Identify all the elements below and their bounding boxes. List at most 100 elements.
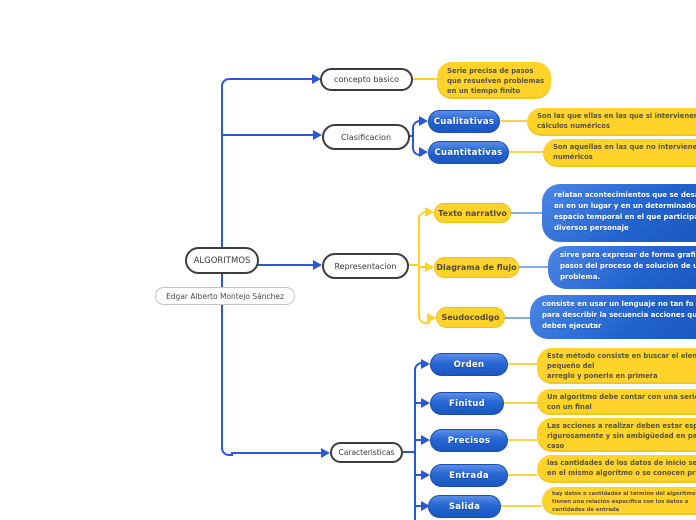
note-text: Un algoritmo debe contar con una serie d… xyxy=(547,393,696,411)
connector-precisos-tee xyxy=(416,439,422,441)
connector-cuantitativas-note xyxy=(508,151,543,153)
topic-label: Precisos xyxy=(447,435,491,446)
connector-caracteristicas-vertical xyxy=(414,370,416,520)
note-cualitativas[interactable]: Son las que ellas en las que si intervie… xyxy=(527,108,696,136)
note-diagrama-de-flujo[interactable]: sirve para expresar de forma grafi pasos… xyxy=(548,246,696,289)
root-label: ALGORITMOS xyxy=(193,255,251,266)
topic-label: Texto narrativo xyxy=(438,208,507,218)
connector-cuantitativas-corner xyxy=(412,146,422,156)
arrowhead-icon xyxy=(313,260,322,270)
connector-orden-corner xyxy=(414,362,424,372)
connector-clasificacion xyxy=(223,134,314,136)
branch-label: Clasificacion xyxy=(340,132,392,142)
author-node[interactable]: Edgar Alberto Montejo Sánchez xyxy=(155,287,295,305)
connector-orden-note xyxy=(507,363,537,365)
note-finitud[interactable]: Un algoritmo debe contar con una serie d… xyxy=(537,389,696,415)
connector-entrada-tee xyxy=(416,474,422,476)
note-orden[interactable]: Este método consiste en buscar el elemen… xyxy=(537,348,696,384)
branch-label: Caracteristicas xyxy=(338,448,395,457)
arrowhead-icon xyxy=(421,470,430,480)
connector-trunk-bottom-corner xyxy=(221,446,233,456)
connector-precisos-note xyxy=(507,439,537,441)
topic-diagrama-de-flujo[interactable]: Diagrama de flujo xyxy=(434,257,519,278)
connector-entrada-note xyxy=(507,474,537,476)
connector-representacion-stub xyxy=(408,264,418,266)
root-node-algoritmos[interactable]: ALGORITMOS xyxy=(185,247,259,274)
note-salida[interactable]: hay datos o cantidades al término del al… xyxy=(542,487,696,515)
note-text: Este método consiste en buscar el elemen… xyxy=(547,352,696,380)
arrowhead-icon xyxy=(419,116,428,126)
branch-node-clasificacion[interactable]: Clasificacion xyxy=(322,124,410,150)
topic-seudocodigo[interactable]: Seudocodigo xyxy=(436,307,505,328)
connector-cualitativas-note xyxy=(500,120,527,122)
connector-finitud-tee xyxy=(416,402,422,404)
connector-seudo-note xyxy=(504,317,531,319)
arrowhead-icon xyxy=(427,313,436,323)
connector-concepto-note xyxy=(413,78,437,80)
connector-diagrama-note xyxy=(518,266,549,268)
arrowhead-icon xyxy=(421,359,430,369)
note-text: hay datos o cantidades al término del al… xyxy=(552,491,696,513)
topic-label: Diagrama de flujo xyxy=(436,263,517,272)
arrowhead-icon xyxy=(421,398,430,408)
branch-node-caracteristicas[interactable]: Caracteristicas xyxy=(330,442,403,463)
branch-node-representacion[interactable]: Representacion xyxy=(322,253,409,279)
topic-label: Orden xyxy=(453,359,485,370)
branch-label: concepto basico xyxy=(334,75,399,84)
arrowhead-icon xyxy=(312,74,321,84)
arrowhead-icon xyxy=(425,262,434,272)
arrowhead-icon xyxy=(419,147,428,157)
topic-entrada[interactable]: Entrada xyxy=(430,464,508,487)
connector-salida-note xyxy=(500,505,542,507)
connector-representacion-vertical xyxy=(418,219,420,314)
arrowhead-icon xyxy=(421,435,430,445)
topic-label: Cuantitativas xyxy=(434,147,503,158)
connector-finitud-note xyxy=(503,402,537,404)
note-text: sirve para expresar de forma grafi pasos… xyxy=(560,251,696,281)
author-label: Edgar Alberto Montejo Sánchez xyxy=(166,291,284,301)
arrowhead-icon xyxy=(425,207,434,217)
note-concepto-basico[interactable]: Serie precisa de pasos que resuelven pro… xyxy=(437,62,551,99)
note-text: las cantidades de los datos de inicio se… xyxy=(547,459,696,477)
note-text: Serie precisa de pasos que resuelven pro… xyxy=(447,67,545,95)
topic-label: Entrada xyxy=(449,470,489,481)
connector-clasificacion-stub xyxy=(408,135,414,137)
connector-cualitativas-corner xyxy=(412,120,422,130)
connector-texto-corner xyxy=(418,211,428,221)
connector-representacion xyxy=(258,264,314,266)
branch-node-concepto-basico[interactable]: concepto basico xyxy=(320,68,413,91)
topic-texto-narrativo[interactable]: Texto narrativo xyxy=(434,203,511,223)
topic-salida[interactable]: Salida xyxy=(428,495,501,518)
topic-orden[interactable]: Orden xyxy=(430,353,508,376)
note-precisos[interactable]: Las acciones a realizar deben estar espe… xyxy=(537,418,696,452)
connector-diagrama-tee xyxy=(420,266,426,268)
note-entrada[interactable]: las cantidades de los datos de inicio se… xyxy=(537,455,696,483)
note-seudocodigo[interactable]: consiste en usar un lenguaje no tan fo p… xyxy=(530,295,696,339)
topic-label: Salida xyxy=(448,501,481,512)
connector-concepto xyxy=(231,78,313,80)
topic-cuantitativas[interactable]: Cuantitativas xyxy=(428,141,509,164)
note-text: Son las que ellas en las que si intervie… xyxy=(537,112,696,130)
topic-precisos[interactable]: Precisos xyxy=(430,429,508,452)
topic-cualitativas[interactable]: Cualitativas xyxy=(428,110,500,133)
topic-label: Finitud xyxy=(449,398,485,409)
topic-label: Seudocodigo xyxy=(441,313,500,322)
connector-trunk-top-corner xyxy=(221,78,233,88)
connector-caracteristicas xyxy=(231,452,322,454)
topic-finitud[interactable]: Finitud xyxy=(430,392,504,415)
arrowhead-icon xyxy=(313,130,322,140)
arrowhead-icon xyxy=(321,448,330,458)
connector-salida-tee xyxy=(416,505,422,507)
connector-caracteristicas-stub xyxy=(403,451,414,453)
branch-label: Representacion xyxy=(334,261,397,271)
topic-label: Cualitativas xyxy=(433,116,495,127)
note-text: consiste en usar un lenguaje no tan fo p… xyxy=(542,300,696,330)
connector-texto-note xyxy=(510,212,543,214)
note-cuantitativas[interactable]: Son aquellas en las que no intervienen c… xyxy=(543,139,696,167)
note-text: Son aquellas en las que no intervienen c… xyxy=(553,143,696,161)
arrowhead-icon xyxy=(421,501,430,511)
connector-seudo-corner xyxy=(418,314,430,324)
